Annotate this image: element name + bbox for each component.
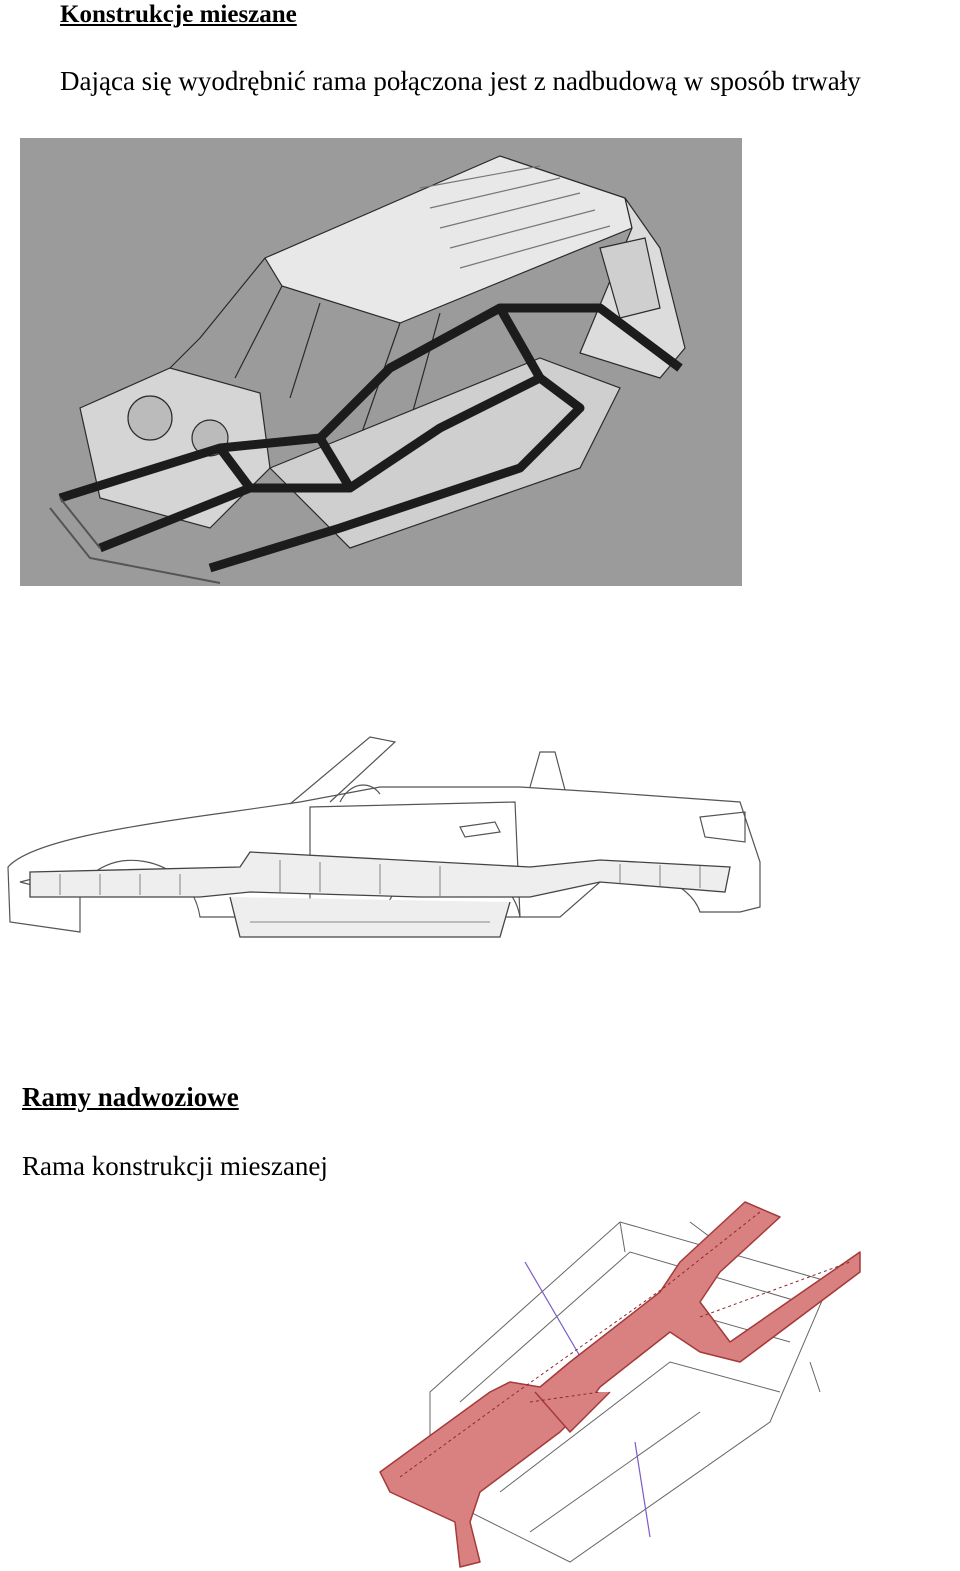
section-heading-mixed-constructions: Konstrukcje mieszane (60, 1, 297, 28)
roadster-side-frame-figure (7, 736, 761, 938)
mixed-frame-figure (379, 1201, 861, 1568)
section-paragraph-body-frames: Rama konstrukcji mieszanej (22, 1151, 328, 1181)
suv-body-frame-figure (20, 138, 742, 586)
section-paragraph-mixed-constructions: Dająca się wyodrębnić rama połączona jes… (60, 66, 861, 96)
section-heading-body-frames: Ramy nadwoziowe (22, 1082, 239, 1112)
